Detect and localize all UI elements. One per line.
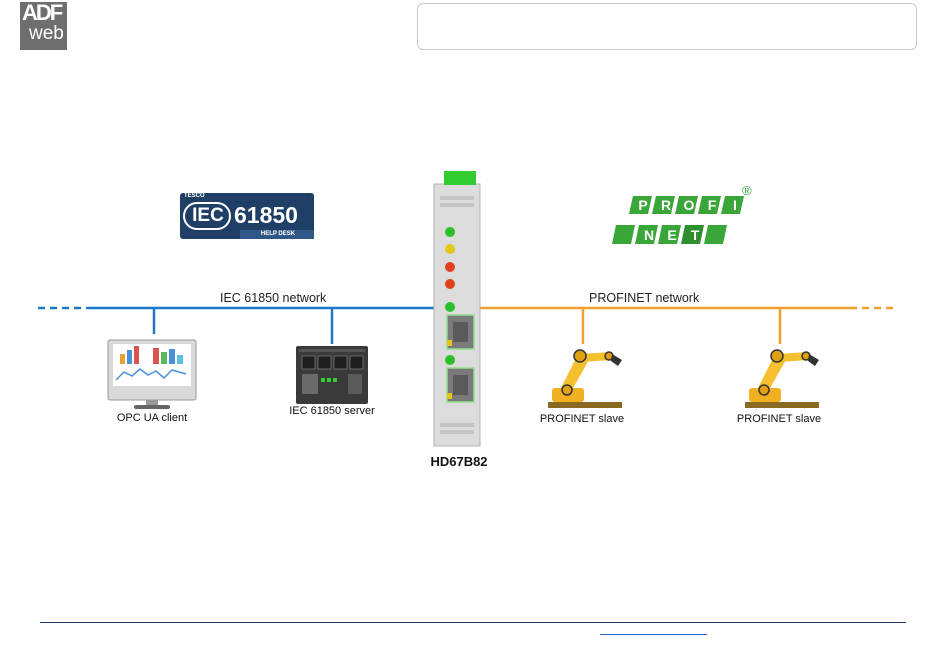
left-network-label: IEC 61850 network — [220, 291, 326, 305]
registered-mark: ® — [742, 183, 752, 198]
robot-arm-icon — [548, 350, 622, 408]
iec-logo-tagline: HELP DESK — [246, 230, 310, 239]
profinet-letter: P — [633, 197, 653, 213]
right-network-label: PROFINET network — [589, 291, 699, 305]
node-label-iec-server: IEC 61850 server — [272, 405, 392, 417]
footer-divider — [40, 622, 906, 623]
profinet-letter: R — [656, 197, 676, 213]
footer-link[interactable] — [600, 634, 707, 635]
iec-logo-prefix: IEC — [186, 203, 230, 229]
profinet-letter: O — [679, 197, 699, 213]
monitor-icon — [108, 340, 196, 409]
node-label-profinet-slave-2: PROFINET slave — [719, 413, 839, 425]
robot-arm-icon — [745, 350, 819, 408]
node-label-profinet-slave-1: PROFINET slave — [522, 413, 642, 425]
profinet-letter: I — [725, 197, 745, 213]
left-network-line — [38, 308, 436, 344]
node-label-opc-ua-client: OPC UA client — [92, 412, 212, 424]
panel-device-icon — [296, 346, 368, 404]
profinet-letter: N — [639, 227, 659, 243]
device-name: HD67B82 — [400, 454, 518, 469]
hd67b82-device — [434, 171, 480, 446]
profinet-letter: F — [702, 197, 722, 213]
profinet-letter: E — [662, 227, 682, 243]
iec-logo-number: 61850 — [234, 201, 298, 229]
iec-logo-brand: TESCO — [184, 193, 205, 199]
profinet-letter: T — [685, 227, 705, 243]
right-network-line — [480, 308, 896, 344]
